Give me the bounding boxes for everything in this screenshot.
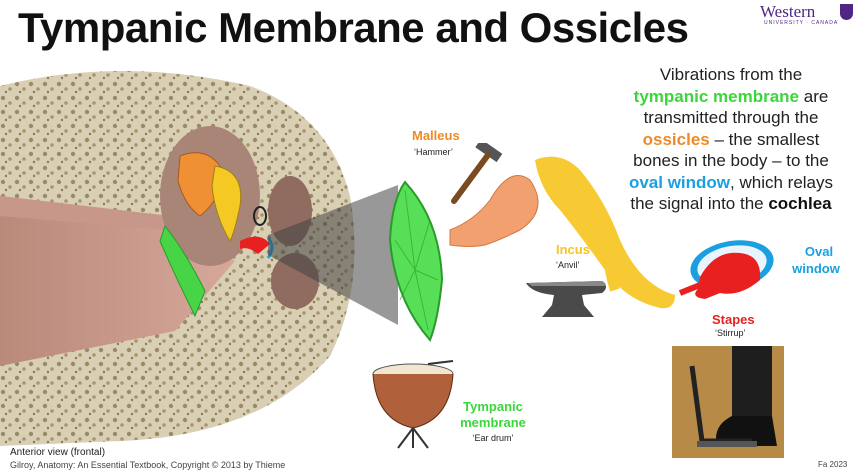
description-text: Vibrations from the tympanic membrane ar…	[612, 64, 850, 215]
desc-line: oval window, which relays	[612, 172, 850, 194]
ossicles-enlarged	[449, 156, 675, 309]
term-tympanic-membrane: tympanic membrane	[633, 86, 800, 106]
stapes-oval-window	[678, 240, 774, 299]
zoom-projection	[268, 185, 398, 325]
desc-line: tympanic membrane are	[612, 86, 850, 108]
ear-cross-section-illustration	[0, 71, 355, 446]
desc-line: transmitted through the	[643, 108, 819, 127]
slide-title: Tympanic Membrane and Ossicles	[18, 4, 689, 51]
desc-text: , which relays	[730, 172, 834, 192]
anvil-icon	[526, 281, 606, 317]
malleus-label: Malleus	[412, 128, 460, 143]
incus-label: Incus	[556, 242, 590, 257]
timpani-drum-image	[372, 360, 454, 449]
logo-word: Western	[760, 2, 816, 21]
tympanic-alias: ‘Ear drum’	[472, 433, 514, 443]
stapes-alias: ‘Stirrup’	[715, 328, 746, 338]
logo-subtitle: UNIVERSITY · CANADA	[764, 20, 839, 26]
term-ossicles: ossicles	[642, 129, 710, 149]
view-caption: Anterior view (frontal)	[10, 447, 106, 458]
tympanic-membrane-enlarged	[388, 180, 444, 342]
incus-alias: ‘Anvil’	[556, 260, 580, 270]
desc-text: are	[799, 86, 829, 106]
term-oval-window: oval window	[628, 172, 731, 192]
stirrup-photo-drawing	[672, 346, 784, 458]
oval-window-label-1: Oval	[804, 244, 834, 259]
desc-line: Vibrations from the	[659, 65, 803, 84]
desc-line: the signal into the cochlea	[612, 193, 850, 215]
crest-icon	[840, 4, 853, 20]
term-cochlea: cochlea	[768, 194, 832, 213]
tympanic-label-1: Tympanic	[463, 399, 523, 414]
year-caption: Fa 2023	[818, 460, 848, 469]
desc-line: ossicles – the smallest	[612, 129, 850, 151]
stirrup-photo	[672, 346, 784, 458]
credit-caption: Gilroy, Anatomy: An Essential Textbook, …	[10, 460, 286, 470]
desc-text: the signal into the	[630, 194, 769, 213]
oval-window-label-2: window	[792, 261, 840, 276]
desc-text: – the smallest	[709, 129, 820, 149]
tympanic-label-2: membrane	[460, 415, 526, 430]
western-logo: Western UNIVERSITY · CANADA	[760, 2, 856, 30]
malleus-alias: ‘Hammer’	[414, 147, 453, 157]
desc-line: bones in the body – to the	[633, 151, 829, 170]
hammer-icon	[451, 143, 503, 204]
stapes-label: Stapes	[712, 312, 755, 327]
